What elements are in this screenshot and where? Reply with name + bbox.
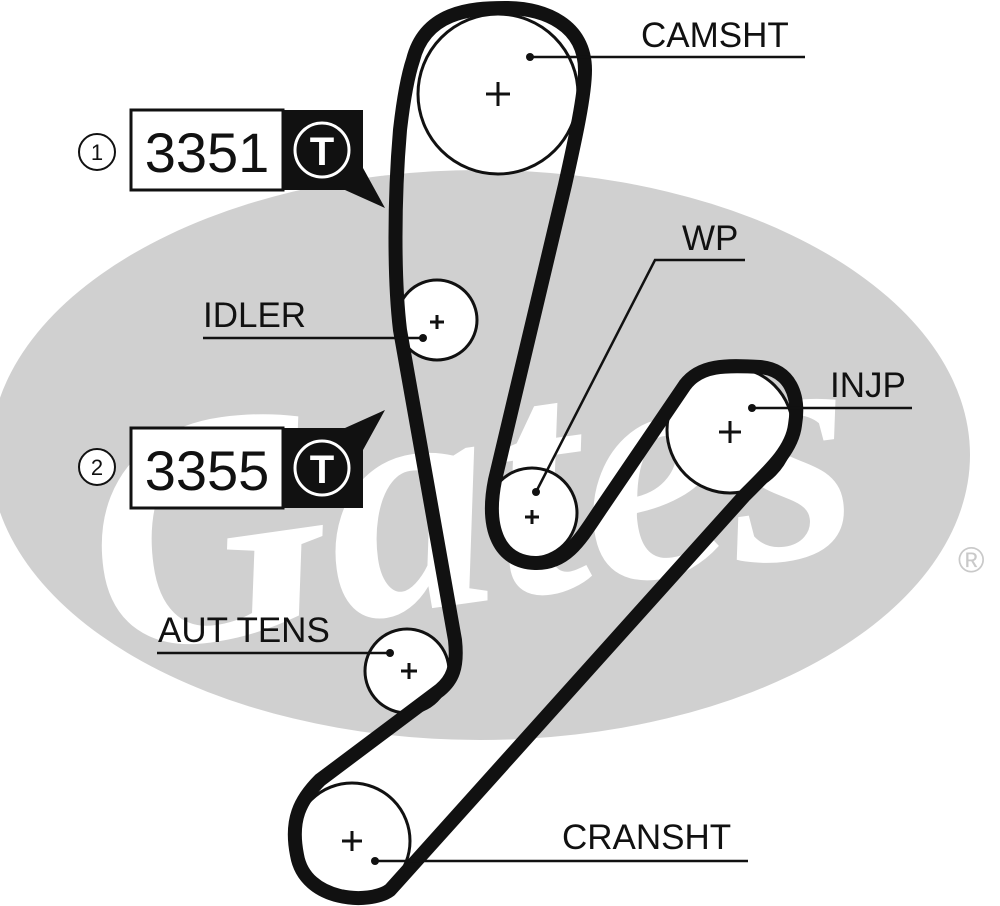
logo-ellipse	[0, 170, 970, 740]
part-index-badge-1	[78, 133, 116, 171]
water-pump-center-mark	[525, 510, 539, 524]
part-index-1: 1	[91, 140, 103, 165]
timing-belt	[287, 1, 804, 906]
idler-center-mark	[430, 315, 444, 329]
crankshaft-center-mark	[342, 831, 362, 851]
water-pump-leader	[534, 258, 745, 493]
part-number-1: 3351	[145, 121, 270, 184]
injection-pump-center-mark	[719, 421, 741, 443]
leader-dots	[371, 53, 756, 865]
part-number-box-1	[129, 108, 285, 192]
water-pump-leader-dot	[532, 488, 540, 496]
part-callout-1: 1 3351 T	[78, 108, 385, 208]
registered-mark: ®	[958, 539, 985, 580]
tensioner-label: AUT TENS	[158, 611, 330, 650]
part-callout-2: 2 3355 T	[78, 410, 385, 510]
injection-pump-label: INJP	[830, 366, 906, 405]
crankshaft-leader-dot	[371, 857, 379, 865]
camshaft-center-mark	[486, 82, 510, 106]
part-index-2: 2	[91, 455, 103, 480]
leader-lines	[157, 55, 912, 863]
water-pump-label: WP	[682, 219, 738, 258]
t-badge-letter-2: T	[310, 448, 334, 492]
camshaft-leader-dot	[526, 53, 534, 61]
t-badge-letter-1: T	[310, 130, 334, 174]
part-index-badge-2	[78, 448, 116, 486]
tensioner-leader-dot	[386, 649, 394, 657]
part-number-2: 3355	[145, 439, 270, 502]
tensioner-center-mark	[401, 663, 417, 679]
camshaft-label: CAMSHT	[641, 16, 789, 55]
t-badge-2	[293, 439, 351, 497]
crankshaft-label: CRANSHT	[562, 818, 731, 857]
part-number-box-2	[129, 426, 285, 510]
idler-label: IDLER	[203, 296, 306, 335]
centre-marks	[342, 82, 741, 851]
injection-pump-leader-dot	[748, 404, 756, 412]
t-badge-1	[293, 121, 351, 179]
idler-leader-dot	[419, 334, 427, 342]
